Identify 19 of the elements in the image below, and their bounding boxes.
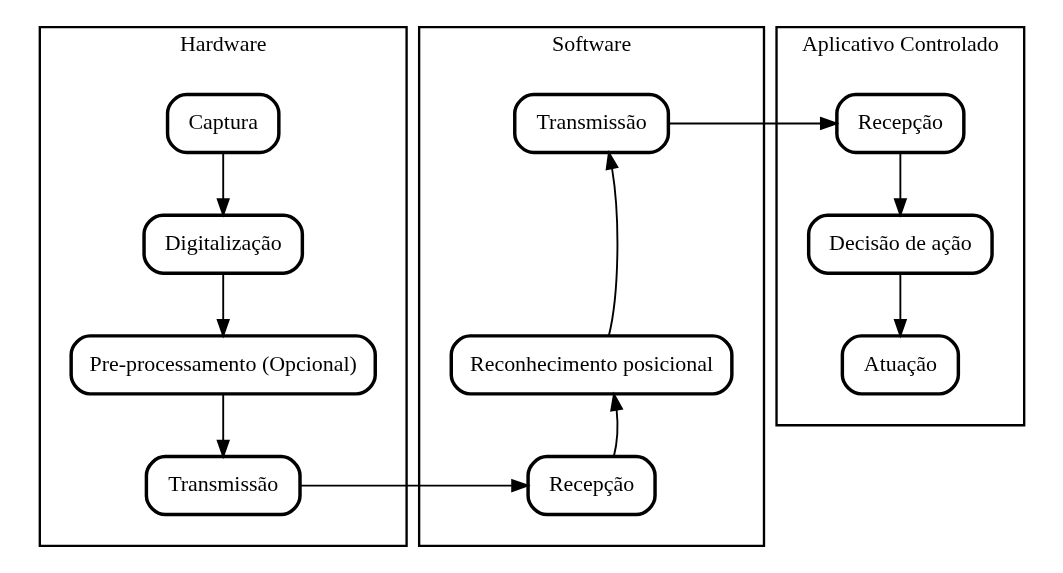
- node-box: Recepção: [834, 92, 966, 155]
- arrow: [893, 272, 907, 339]
- node-box: Transmissão: [144, 454, 302, 517]
- node-box: Pre-processamento (Opcional): [68, 334, 377, 396]
- node-box: Atuação: [840, 334, 960, 396]
- node-box: Captura: [165, 92, 281, 155]
- arrow: [667, 116, 839, 131]
- node-box: Digitalização: [141, 213, 304, 275]
- node-box: Reconhecimento posicional: [449, 334, 734, 396]
- node-box: Recepção: [525, 454, 657, 517]
- arrow: [605, 150, 619, 337]
- arrow: [893, 151, 907, 218]
- arrow: [298, 478, 531, 493]
- arrow: [609, 391, 623, 458]
- arrow: [215, 272, 230, 339]
- arrow: [215, 151, 230, 218]
- arrow: [215, 393, 230, 460]
- node-box: Decisão de ação: [806, 213, 994, 275]
- node-box: Transmissão: [512, 92, 670, 155]
